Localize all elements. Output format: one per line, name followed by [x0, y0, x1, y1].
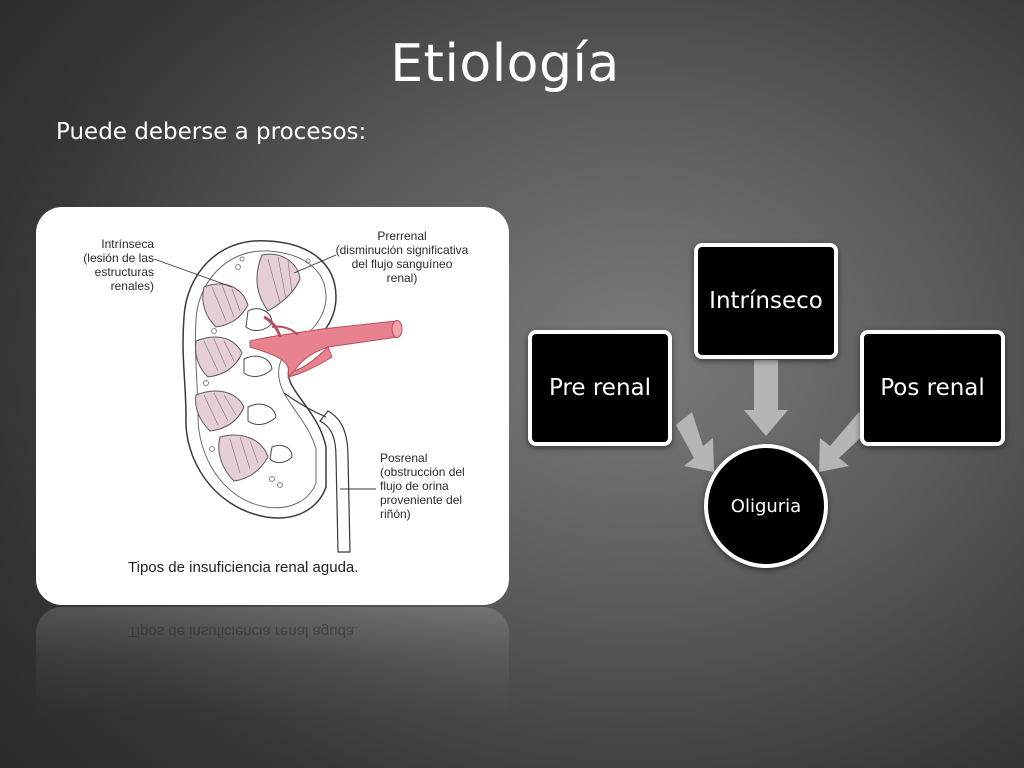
kidney-cortex — [194, 250, 327, 509]
renal-vessels — [249, 315, 403, 378]
arrow-from-left — [676, 412, 714, 472]
circle-oliguria: Oliguria — [704, 444, 828, 568]
kidney-illustration — [153, 240, 403, 553]
box-pos-renal: Pos renal — [860, 330, 1005, 446]
slide-subtitle: Puede deberse a procesos: — [56, 119, 367, 145]
leader-lines — [153, 254, 376, 490]
ureter — [319, 410, 351, 553]
box-pre-renal: Pre renal — [528, 330, 672, 446]
arrow-down — [744, 360, 788, 436]
figure-caption: Tipos de insuficiencia renal aguda. — [128, 559, 359, 576]
renal-pelvis — [283, 392, 327, 418]
figure-reflection: Tipos de insuficiencia renal aguda. — [36, 607, 509, 717]
kidney-outline — [182, 240, 337, 519]
calyces — [243, 308, 293, 464]
box-intrinseco: Intrínseco — [694, 243, 838, 359]
slide-title: Etiología — [390, 34, 620, 94]
pyramid-striations — [203, 256, 293, 474]
glomeruli-dots — [203, 256, 311, 488]
